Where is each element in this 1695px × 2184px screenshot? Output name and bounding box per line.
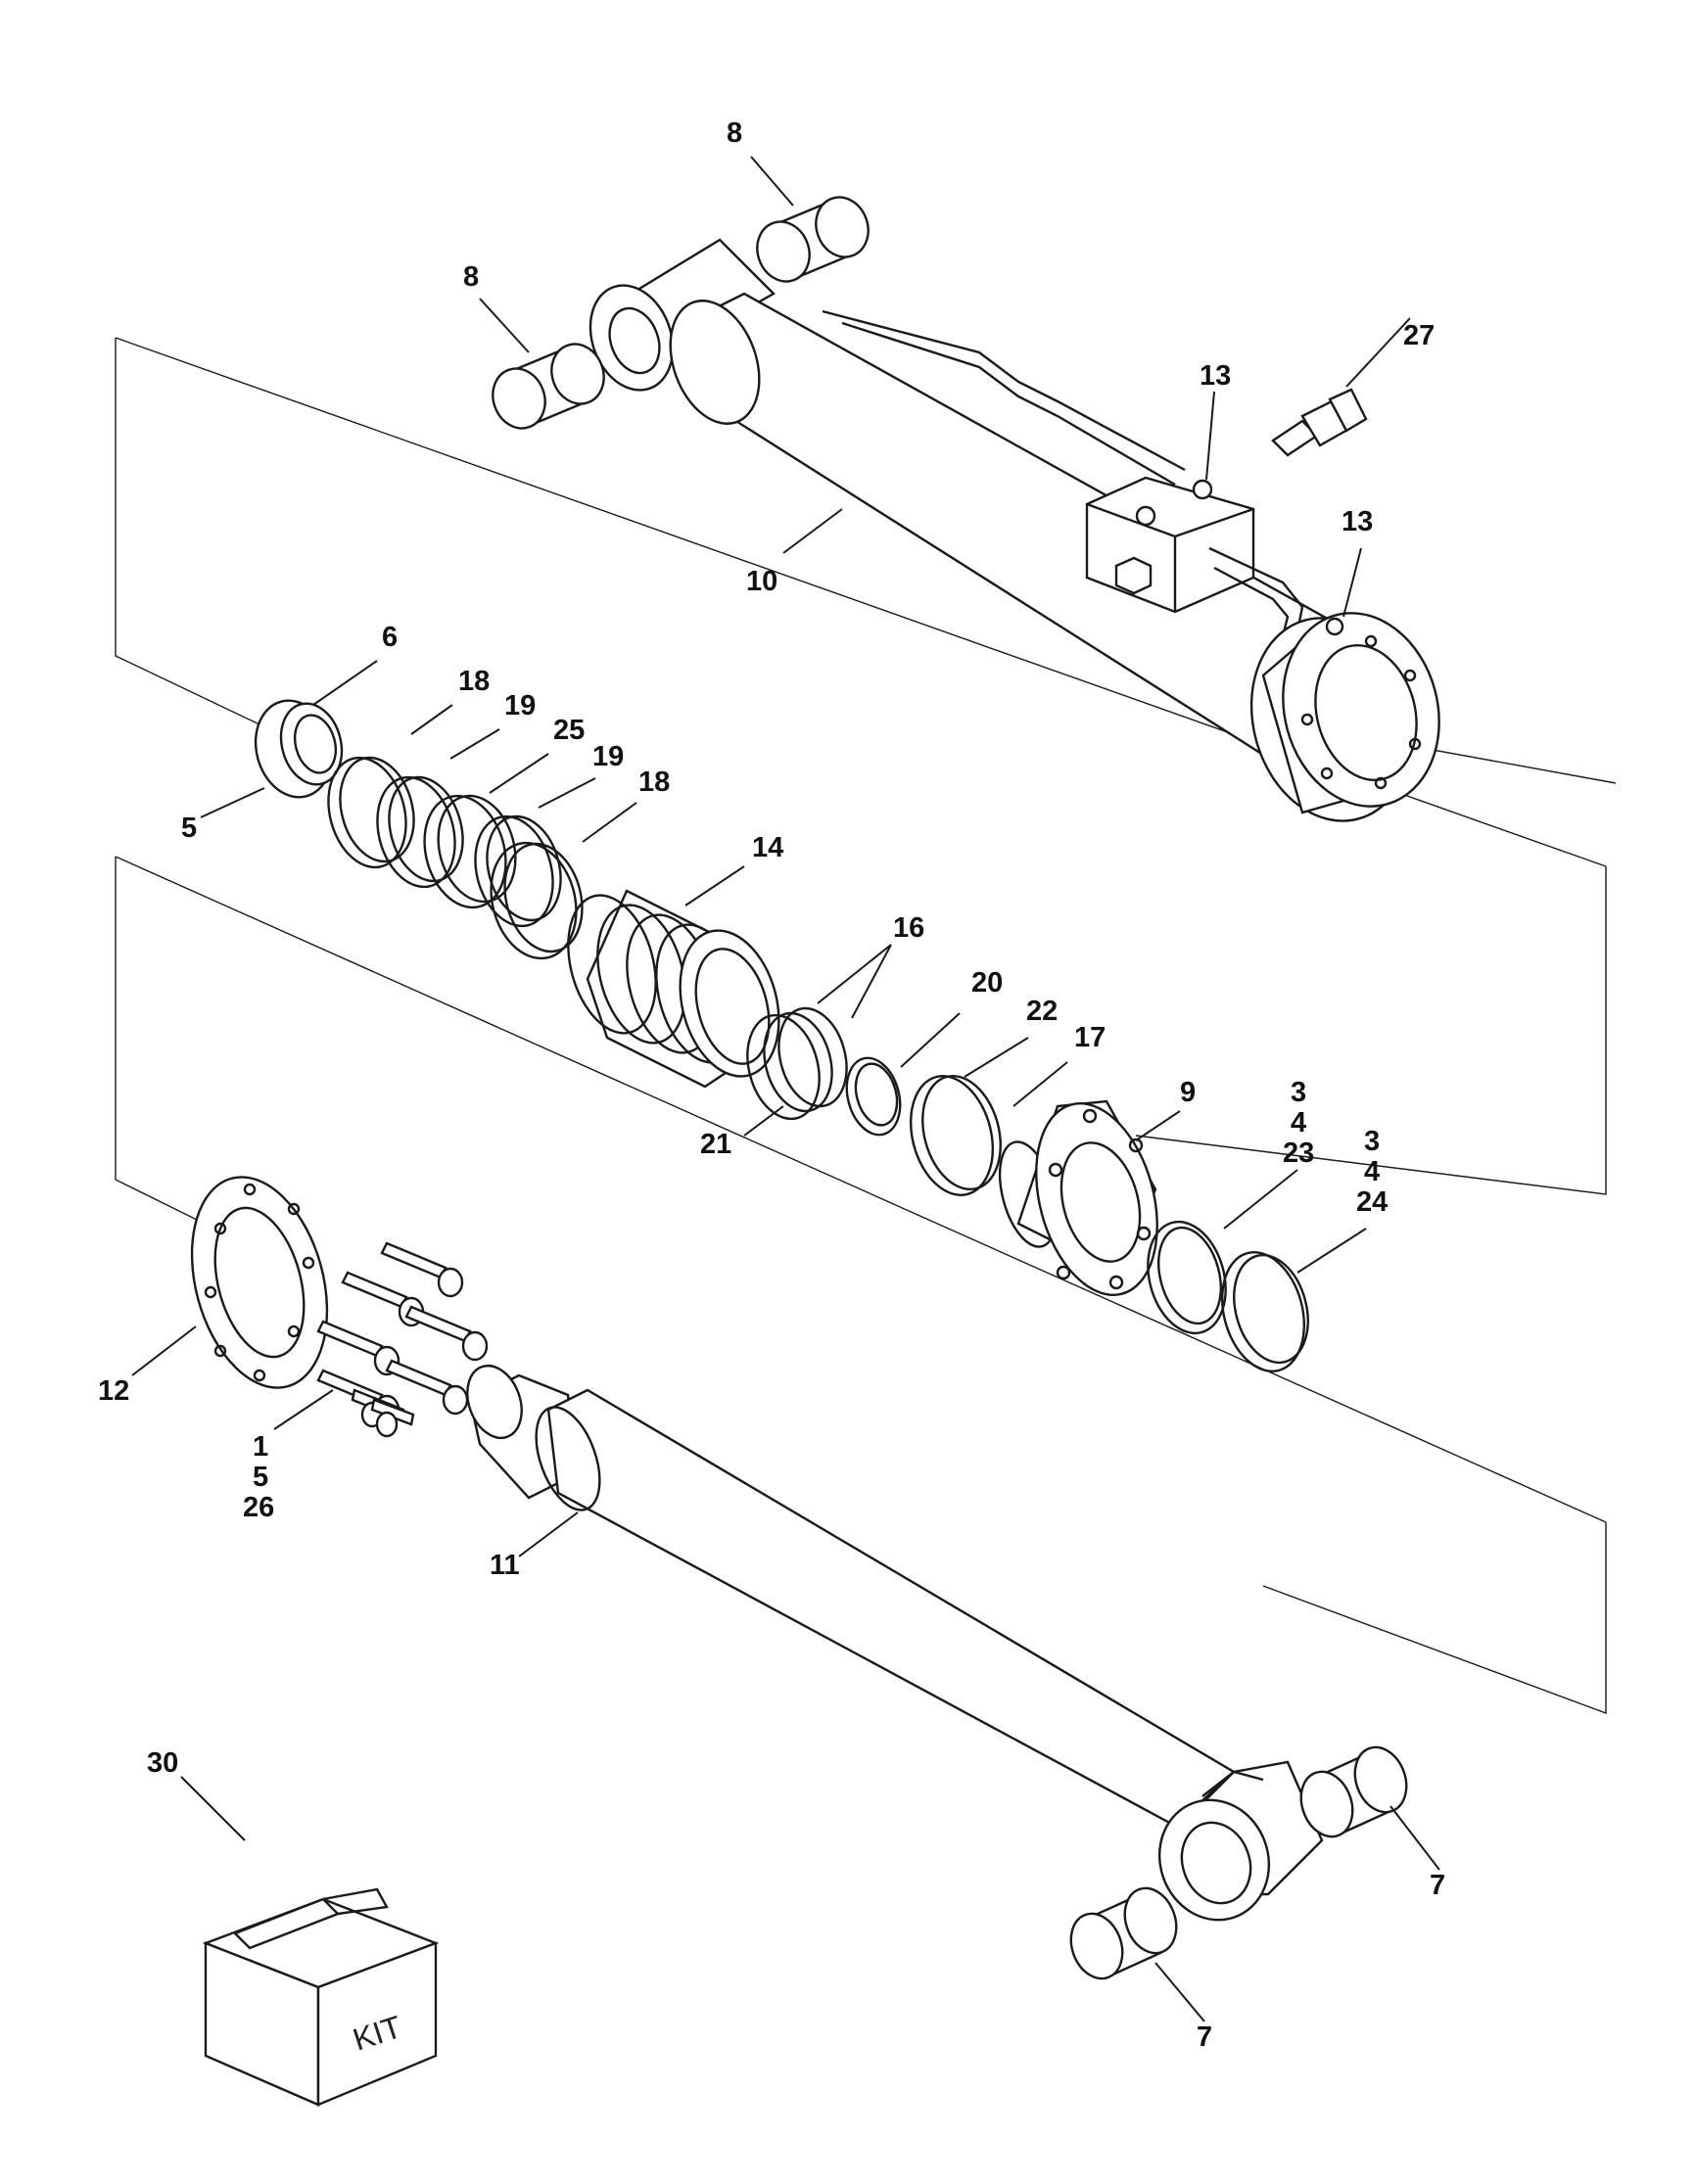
callout-13: 13: [1200, 360, 1231, 392]
callout-16: 16: [893, 912, 924, 944]
o-ring: [909, 1074, 1002, 1196]
piston-nut: [254, 699, 344, 799]
callout-19: 19: [504, 690, 536, 721]
cap-screw: [404, 1305, 489, 1362]
callout-22: 22: [1026, 996, 1058, 1027]
callout-13: 13: [1342, 506, 1373, 537]
callout-23: 23: [1283, 1138, 1314, 1169]
hydraulic-fitting: [1271, 388, 1368, 457]
callout-12: 12: [98, 1375, 129, 1407]
piston-seal-rings: [746, 1006, 848, 1121]
callout-9: 9: [1180, 1077, 1196, 1108]
callout-21: 21: [700, 1129, 731, 1160]
callout-11: 11: [490, 1550, 520, 1581]
callout-17: 17: [1074, 1022, 1106, 1053]
piston-rod: [466, 1365, 1324, 1922]
piston: [567, 889, 780, 1089]
callout-19: 19: [592, 741, 624, 772]
flange-plate: [190, 1176, 329, 1389]
callout-14: 14: [752, 832, 783, 863]
callout-10: 10: [746, 566, 777, 597]
wear-ring: [845, 1056, 902, 1137]
callout-26: 26: [243, 1492, 274, 1523]
callout-4: 4: [1291, 1107, 1306, 1138]
backup-ring: [1147, 1220, 1227, 1335]
callout-6: 6: [382, 622, 398, 653]
wiper-seal: [1220, 1251, 1309, 1372]
callout-5: 5: [253, 1462, 268, 1493]
leader-lines: [131, 156, 1440, 2022]
callout-5: 5: [181, 813, 197, 844]
callout-27: 27: [1403, 320, 1435, 351]
callout-8: 8: [463, 261, 479, 293]
callout-8: 8: [727, 117, 742, 149]
bushing-bottom-right: [1299, 1745, 1408, 1838]
callout-3: 3: [1364, 1126, 1380, 1157]
bushing-bottom-left: [1069, 1886, 1178, 1980]
callout-24: 24: [1356, 1186, 1388, 1218]
cap-screw: [380, 1241, 464, 1298]
callout-7: 7: [1430, 1870, 1445, 1901]
callout-1: 1: [253, 1431, 268, 1463]
bushing-top-left: [492, 343, 605, 430]
gland-head: [998, 1099, 1158, 1296]
callout-3: 3: [1291, 1077, 1306, 1108]
cap-screws: [316, 1241, 489, 1438]
bushing-top-right: [756, 196, 870, 283]
seal-ring-stack: [327, 756, 584, 960]
callout-20: 20: [971, 967, 1003, 999]
callout-7: 7: [1197, 2021, 1212, 2053]
callout-25: 25: [553, 715, 585, 746]
cap-screw: [370, 1398, 415, 1438]
callout-30: 30: [147, 1747, 178, 1779]
callout-4: 4: [1364, 1156, 1380, 1187]
callout-labels: 8 8 27 13 13 10 6 18 19 25 19 18 5 14 16…: [98, 117, 1445, 2053]
cap-screw: [316, 1320, 400, 1376]
projection-lines: [115, 337, 1617, 1715]
cylinder-barrel: [589, 238, 1440, 822]
kit-box: KIT: [202, 1887, 440, 2107]
callout-18: 18: [458, 666, 490, 697]
callout-18: 18: [638, 767, 670, 798]
